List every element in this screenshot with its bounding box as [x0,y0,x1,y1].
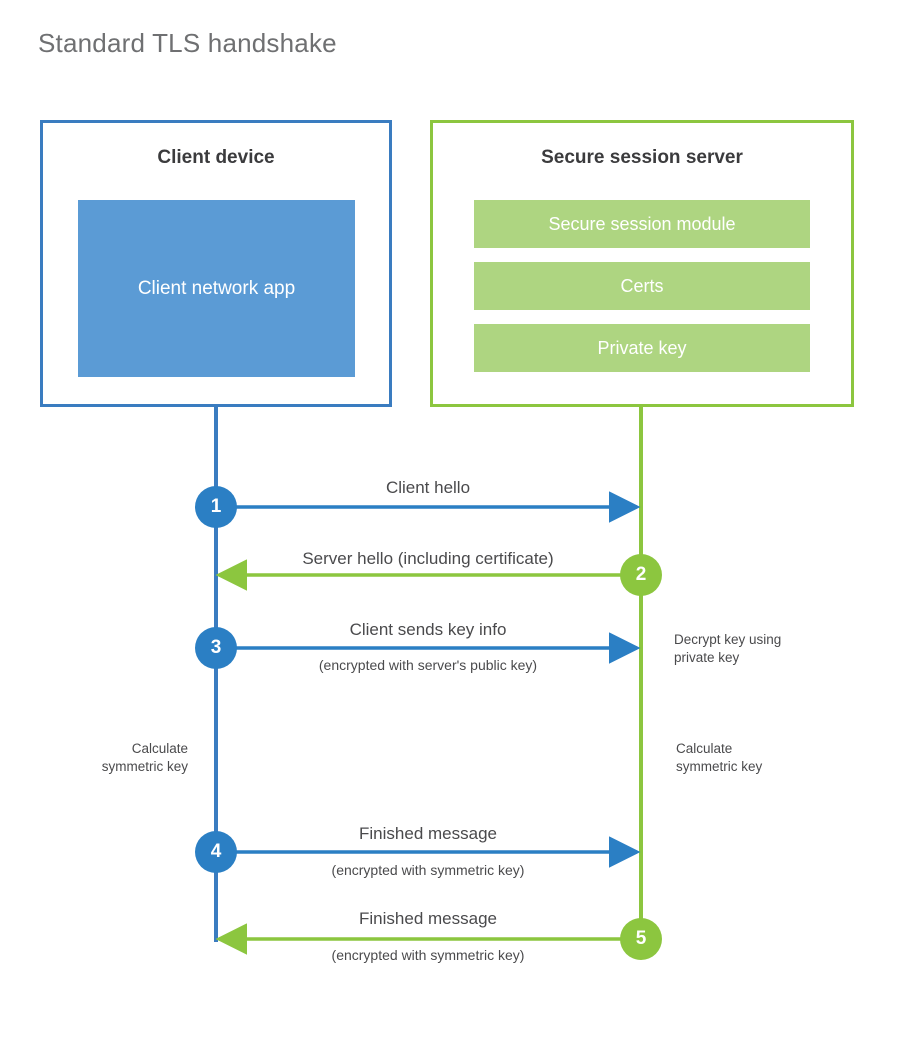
secure-session-server-title: Secure session server [541,147,743,168]
client-device-box: Client device Client network app [40,120,392,407]
arrow-label-step-4: Finished message [359,824,497,843]
arrow-sublabel-step-4: (encrypted with symmetric key) [331,862,525,878]
note-server-calc-line-2: symmetric key [676,759,763,775]
arrow-label-step-5: Finished message [359,909,497,928]
step-marker-2[interactable]: 2 [620,554,662,596]
server-component-certs: Certs [474,262,810,310]
note-decrypt-key-line-2: private key [674,650,740,666]
arrow-label-step-3: Client sends key info [349,620,507,639]
secure-session-server-box: Secure session server Secure session mod… [430,120,854,407]
arrow-label-step-2: Server hello (including certificate) [302,549,554,568]
server-lifeline [639,404,643,942]
note-client-calc-line-2: symmetric key [101,759,188,775]
note-decrypt-key: Decrypt key using private key [674,631,854,667]
note-server-calc-line-1: Calculate [676,741,733,756]
arrow-sublabel-step-5: (encrypted with symmetric key) [331,947,525,963]
step-marker-1[interactable]: 1 [195,486,237,528]
client-device-title: Client device [157,147,275,168]
server-component-private-key: Private key [474,324,810,372]
note-decrypt-key-line-1: Decrypt key using [674,632,782,647]
note-server-calculate-symmetric-key: Calculate symmetric key [676,740,866,776]
client-network-app-block: Client network app [78,200,355,377]
client-lifeline [214,404,218,942]
page-title: Standard TLS handshake [38,28,337,58]
note-client-calculate-symmetric-key: Calculate symmetric key [0,740,188,776]
arrow-sublabel-step-3: (encrypted with server's public key) [318,657,538,673]
step-marker-5[interactable]: 5 [620,918,662,960]
step-marker-3[interactable]: 3 [195,627,237,669]
server-component-secure-session-module: Secure session module [474,200,810,248]
note-client-calc-line-1: Calculate [131,741,188,756]
arrow-label-step-1: Client hello [385,478,471,497]
step-marker-4[interactable]: 4 [195,831,237,873]
